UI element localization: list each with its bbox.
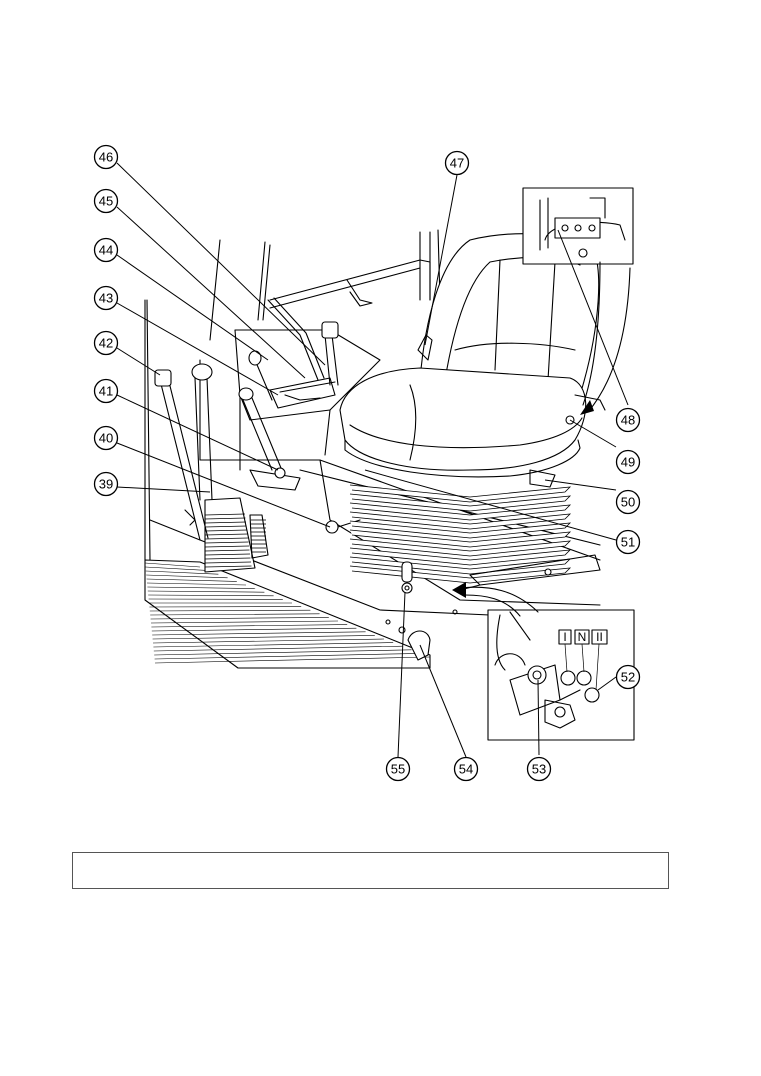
floor-latch-55: [401, 561, 413, 594]
floor-hook-54: [398, 626, 431, 661]
callout-43-label: 43: [99, 291, 113, 306]
callout-54: 54: [453, 756, 479, 782]
callout-48-label: 48: [621, 413, 635, 428]
callout-50: 50: [615, 489, 641, 515]
callout-40: 40: [93, 425, 119, 451]
callout-42: 42: [93, 330, 119, 356]
right-joystick-41: [238, 387, 301, 559]
callout-53-label: 53: [532, 762, 546, 777]
callout-49: 49: [615, 449, 641, 475]
callout-46: 46: [93, 144, 119, 170]
levers-43-44-45: [248, 297, 339, 409]
callout-45-label: 45: [99, 194, 113, 209]
callout-48: 48: [615, 407, 641, 433]
callout-51-label: 51: [621, 535, 635, 550]
callout-52: 52: [615, 664, 641, 690]
callout-52-label: 52: [621, 670, 635, 685]
callout-44: 44: [93, 237, 119, 263]
callout-49-label: 49: [621, 455, 635, 470]
floor-mat: [144, 559, 431, 669]
caption-box: [72, 852, 669, 889]
callout-50-label: 50: [621, 495, 635, 510]
floor-pedal-assembly: [325, 519, 361, 534]
callout-55: 55: [385, 756, 411, 782]
leader-lines: [116, 162, 629, 758]
callout-42-label: 42: [99, 336, 113, 351]
selector-position-labels: I N II: [558, 629, 608, 691]
inset-arrow-48: [587, 267, 631, 413]
callout-41: 41: [93, 378, 119, 404]
callout-39: 39: [93, 471, 119, 497]
left-joystick: [191, 363, 256, 573]
selector-position-I: I: [563, 630, 566, 644]
selector-position-II: II: [596, 630, 603, 644]
callout-43: 43: [93, 285, 119, 311]
callout-47-label: 47: [450, 156, 464, 171]
selector-position-N: N: [578, 630, 587, 644]
inset-seat-detail: [522, 187, 634, 265]
callout-39-label: 39: [99, 477, 113, 492]
callout-55-label: 55: [391, 762, 405, 777]
callout-54-label: 54: [459, 762, 473, 777]
callout-53: 53: [526, 756, 552, 782]
inset-arrow-52: [459, 586, 539, 613]
callout-45: 45: [93, 188, 119, 214]
operator-seat: [339, 233, 606, 591]
callout-47: 47: [444, 150, 470, 176]
callout-46-label: 46: [99, 150, 113, 165]
callout-40-label: 40: [99, 431, 113, 446]
callout-44-label: 44: [99, 243, 113, 258]
callout-41-label: 41: [99, 384, 113, 399]
callout-51: 51: [615, 529, 641, 555]
